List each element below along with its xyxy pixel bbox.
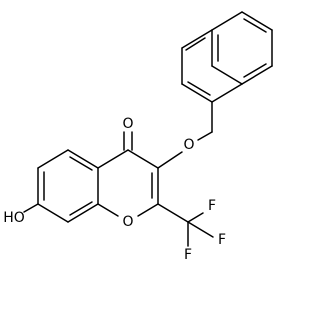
- chromone-group: [23, 131, 159, 223]
- carbonyl-oxygen-label: O: [122, 116, 133, 132]
- bond: [185, 37, 206, 51]
- bond: [211, 11, 243, 31]
- bond: [197, 131, 213, 141]
- bond: [211, 65, 243, 85]
- bond: [137, 203, 159, 217]
- bond: [211, 83, 243, 103]
- ether-oxygen-label: O: [183, 137, 194, 153]
- bond: [67, 203, 99, 223]
- bond: [187, 212, 204, 223]
- bond: [181, 29, 213, 49]
- bond: [157, 203, 189, 223]
- ring-oxygen-label: O: [122, 214, 133, 230]
- bond: [187, 221, 214, 238]
- molecule-drawing: O O O HO F F F: [3, 11, 273, 263]
- bond: [97, 203, 119, 217]
- bond: [37, 203, 69, 223]
- fluorine-upper-label: F: [208, 198, 216, 214]
- fluorine-lower-label: F: [184, 247, 192, 263]
- bond: [127, 149, 159, 169]
- bond: [69, 156, 93, 171]
- bond: [243, 18, 267, 33]
- bond: [181, 83, 213, 103]
- bond: [241, 65, 273, 85]
- hydroxyl-label: HO: [3, 210, 25, 226]
- bond: [37, 149, 69, 169]
- bond: [97, 149, 129, 169]
- bond: [69, 201, 93, 216]
- structure-canvas: O O O HO F F F: [3, 11, 273, 263]
- bond: [157, 151, 183, 169]
- trifluoromethyl-group: [157, 203, 214, 247]
- bond: [187, 81, 211, 96]
- naphthalene-group: [181, 11, 273, 133]
- fluorine-right-label: F: [218, 232, 226, 248]
- bond: [243, 63, 267, 78]
- bond: [67, 149, 99, 169]
- bond: [23, 203, 39, 213]
- bond: [241, 11, 273, 31]
